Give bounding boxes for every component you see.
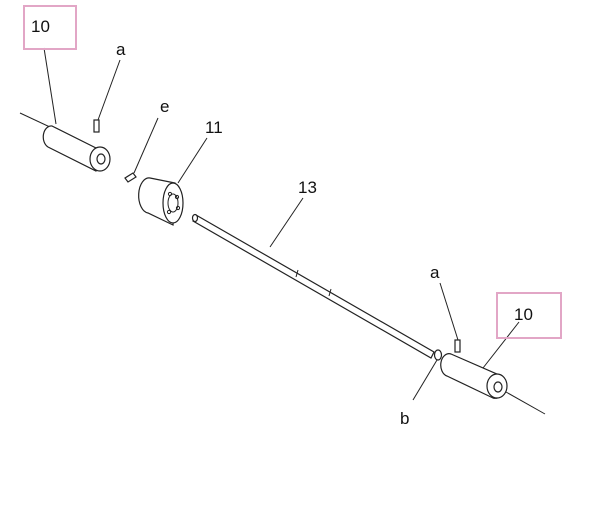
left-pin-a <box>93 59 121 133</box>
label-a-left: a <box>116 40 126 59</box>
ring-b <box>412 349 443 401</box>
right-axis-line <box>505 391 546 415</box>
gear-11-hole-4 <box>166 209 172 215</box>
label-part-10-right: 10 <box>514 305 533 324</box>
label-part-10-left: 10 <box>31 17 50 36</box>
left-pin-leader <box>97 59 121 121</box>
shaft-13-groove-1 <box>295 269 299 278</box>
left-roller-bore <box>96 153 106 165</box>
callout-box-right <box>496 292 562 339</box>
right-roller-assembly <box>440 321 546 415</box>
right-roller-bore <box>493 381 503 393</box>
left-pin-body <box>93 119 100 133</box>
left-roller-assembly <box>19 47 111 172</box>
gear-11-hub <box>167 193 179 213</box>
gear-11-hole-2 <box>174 194 180 200</box>
label-part-13: 13 <box>298 178 317 197</box>
left-axis-line <box>19 112 53 129</box>
label-a-right: a <box>430 263 440 282</box>
right-pin-body <box>454 339 461 353</box>
right-pin-a <box>439 282 461 353</box>
shaft-13-leader <box>269 197 304 248</box>
label-part-11: 11 <box>205 118 223 137</box>
gear-11-hole-3 <box>175 205 181 211</box>
gear-11-face <box>162 182 184 224</box>
shaft-13 <box>191 197 435 359</box>
gear-11 <box>138 137 208 226</box>
label-b: b <box>400 409 409 428</box>
shaft-13-groove-2 <box>328 288 332 297</box>
key-e-body <box>124 172 137 183</box>
callout-box-left <box>23 5 77 50</box>
right-roller-leader <box>482 321 520 369</box>
ring-b-leader <box>412 359 438 401</box>
right-pin-leader <box>439 282 459 341</box>
shaft-13-end <box>191 213 199 223</box>
key-e <box>124 117 159 183</box>
gear-11-leader <box>177 137 208 184</box>
key-e-leader <box>133 117 159 174</box>
shaft-13-body <box>192 214 435 359</box>
gear-11-hole-1 <box>167 191 173 197</box>
label-e: e <box>160 97 169 116</box>
left-roller-leader <box>43 47 57 125</box>
ring-b-body <box>433 349 443 361</box>
